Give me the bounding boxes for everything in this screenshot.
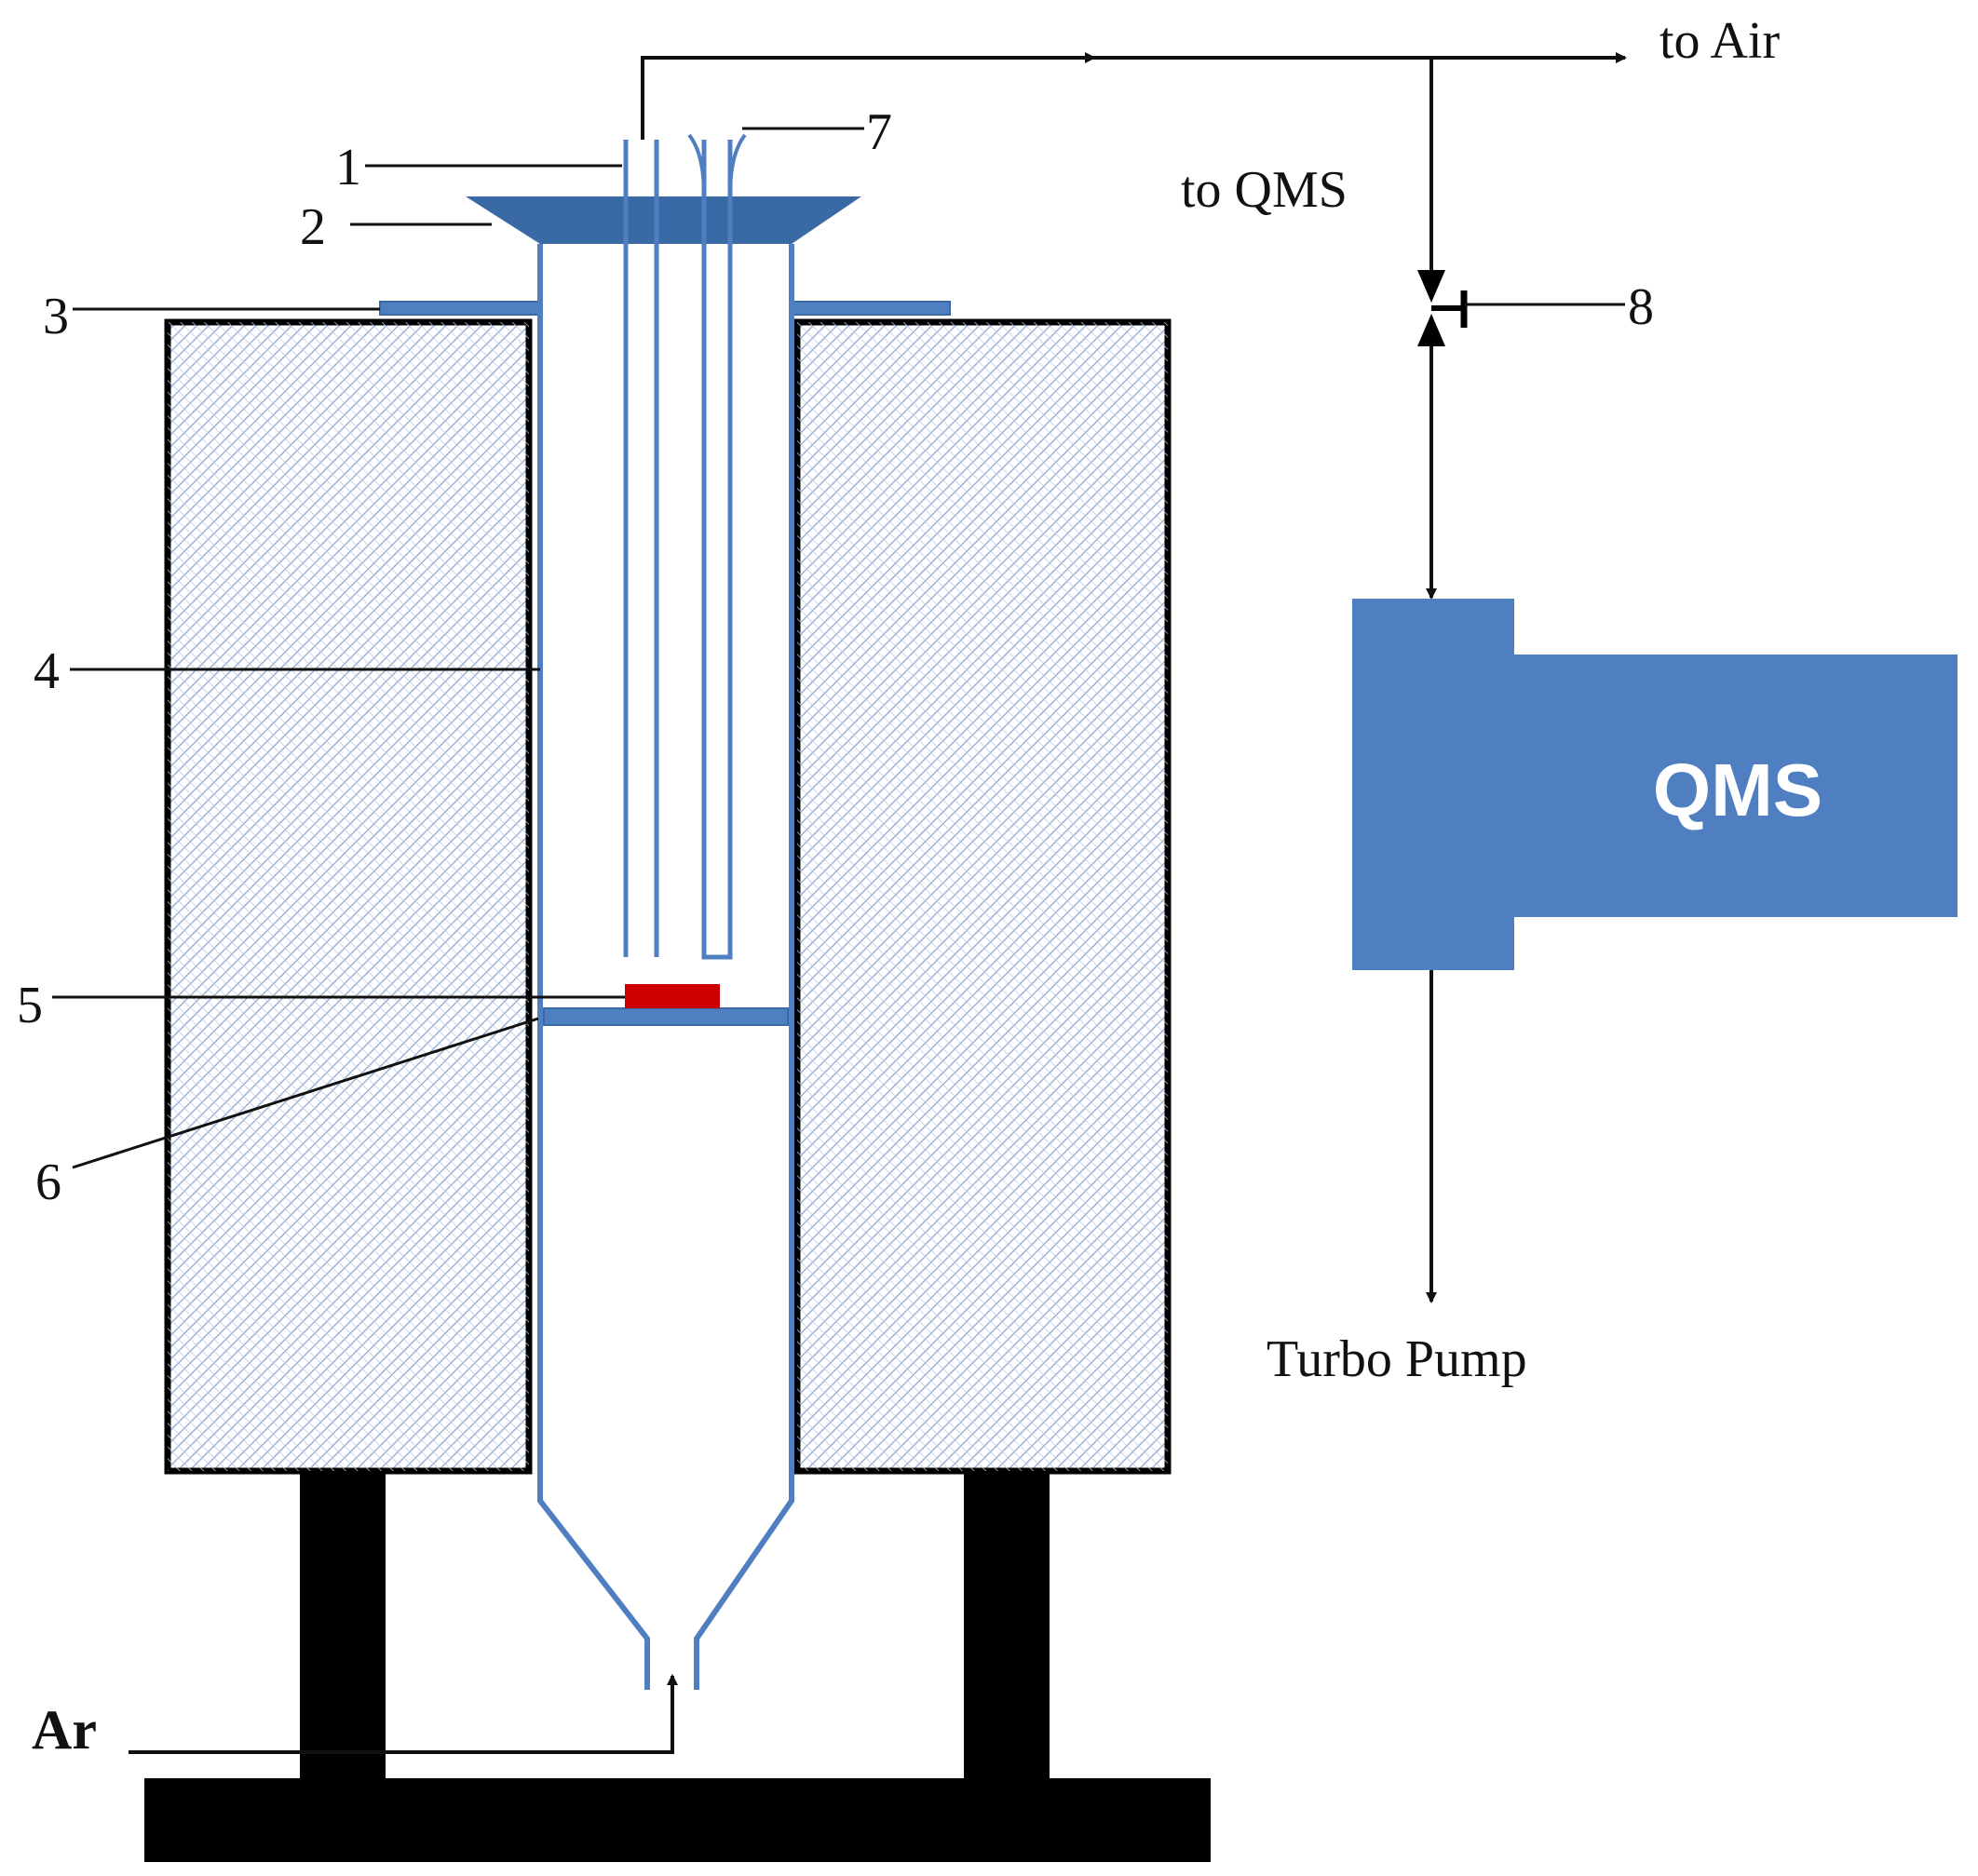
furnace-stand: [144, 1471, 1211, 1862]
turbo-pump-label: Turbo Pump: [1267, 1330, 1527, 1388]
valve: [1417, 270, 1468, 346]
outlet-line: [641, 56, 1620, 140]
part-label-5: 5: [17, 977, 43, 1034]
part-label-3: 3: [43, 288, 69, 345]
ar-inlet-line: [129, 1685, 674, 1754]
part-label-4: 4: [34, 642, 60, 700]
qms-label: QMS: [1653, 749, 1822, 831]
stand-leg-right: [964, 1471, 1050, 1780]
to-air-label: to Air: [1660, 12, 1780, 70]
part-label-7: 7: [866, 103, 892, 161]
thermocouple: [687, 133, 747, 960]
qms-block: [1352, 599, 1958, 970]
part-label-1: 1: [335, 139, 361, 196]
stand-base: [144, 1778, 1211, 1862]
part-label-8: 8: [1628, 278, 1654, 336]
part-label-2: 2: [300, 198, 326, 256]
furnace-insulation: [164, 318, 1172, 1475]
stand-leg-left: [300, 1471, 386, 1780]
to-qms-label: to QMS: [1181, 161, 1348, 219]
ar-label: Ar: [32, 1699, 97, 1761]
sample: [625, 984, 720, 1008]
gas-tube: [623, 140, 659, 957]
part-label-6: 6: [35, 1154, 61, 1211]
leader-lines: [52, 127, 1625, 1169]
sample-holder: [543, 1007, 789, 1026]
flange: [466, 196, 861, 244]
part-number-labels: 1 2 3 4 5 6 7 8: [17, 103, 1654, 1211]
reaction-tube: [537, 244, 794, 1690]
